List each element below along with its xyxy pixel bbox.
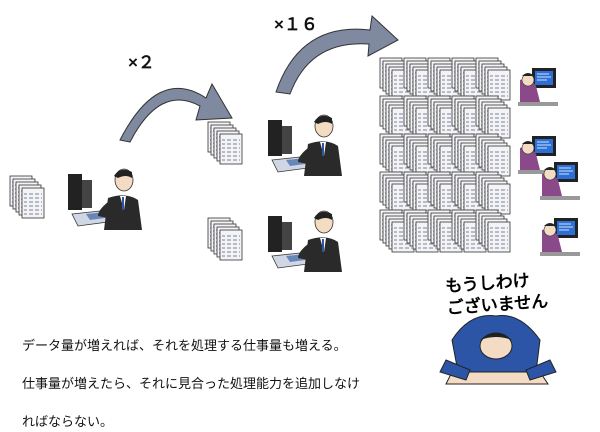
arrow-x2: [119, 82, 233, 143]
tired-worker-1: [517, 67, 559, 107]
multiplier-x16-label: ×１６: [274, 15, 318, 34]
stage-2-documents-top: [208, 122, 242, 164]
caption-line-3: ればならない。: [22, 415, 114, 430]
multiplier-x2-label: ×２: [128, 53, 155, 72]
arrow-x16: [275, 14, 399, 95]
stage-2-worker-bottom: [267, 210, 343, 273]
caption-line-2: 仕事量が増えたら、それに見合った処理能力を追加しなけ: [22, 377, 361, 392]
diagram-canvas: [0, 14, 581, 385]
stage-3-document-mass: [380, 58, 510, 252]
stage-1-worker: [67, 168, 143, 231]
tired-worker-4: [539, 217, 581, 257]
stage-2-worker-top: [267, 114, 343, 177]
caption-text: データ量が増えれば、それを処理する仕事量も増える。 仕事量が増えたら、それに見合…: [22, 318, 442, 432]
caption-line-1: データ量が増えれば、それを処理する仕事量も増える。: [22, 339, 347, 354]
tired-worker-3: [539, 161, 581, 201]
stage-2-documents-bottom: [208, 218, 242, 260]
stage-1-documents: [10, 176, 44, 218]
apology-text: もうしわけ ございません: [445, 268, 558, 320]
bowing-person: [439, 315, 557, 385]
